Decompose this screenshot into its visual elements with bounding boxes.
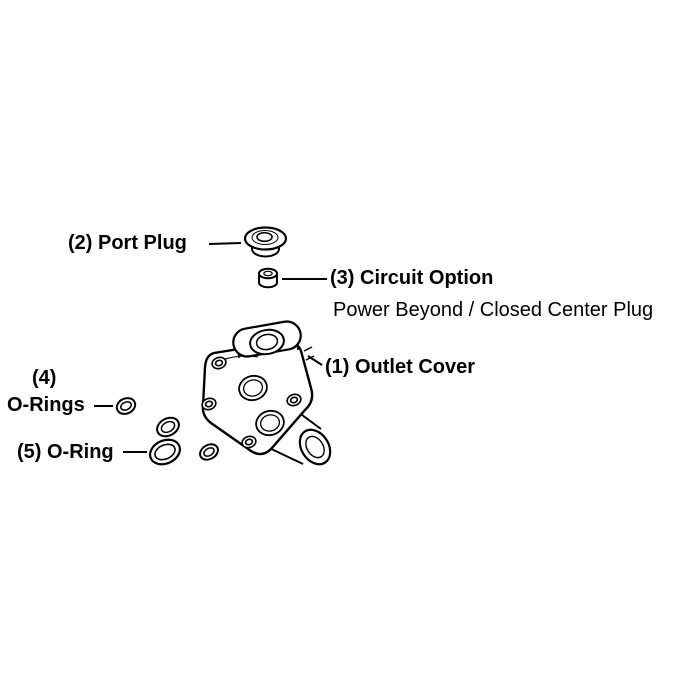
port-plug-rim [251,230,279,245]
circuit-option-subtitle: Power Beyond / Closed Center Plug [333,299,654,321]
outlet-cover-top-boss [232,320,302,359]
o-ring-small-1 [115,397,137,415]
bolt-hole-inner [289,396,299,404]
o-ring-inner [203,447,215,457]
o-rings-label-number: (4) [32,367,57,389]
o-ring-outer [199,443,219,461]
o-ring-outer [148,438,182,466]
bolt-hole-inner [204,400,214,408]
bolt-hole-inner [214,359,224,367]
o-ring-inner [120,401,132,411]
o-ring-inner [160,420,176,434]
side-boss-port-hole [305,435,325,459]
outlet-cover-bolt-holes [201,356,302,449]
o-rings-drawing [115,397,219,466]
outlet-cover-drawing [201,320,332,466]
top-boss-port-hole [255,333,279,351]
outlet-cover-ports [238,374,285,437]
port-plug-drawing [243,226,288,258]
port-plug-label: (2) Port Plug [68,232,187,254]
port-plug-socket-hole [256,231,273,243]
circuit-option-plug-drawing [258,267,278,289]
o-ring-inner [154,443,176,461]
tick-mark [305,355,315,361]
outlet-cover-label: (1) Outlet Cover [325,356,476,378]
tick-mark [303,346,313,352]
port-hole [242,379,264,397]
o-rings-label-name: O-Rings [7,394,85,416]
outlet-cover-tick-marks [303,346,315,361]
o-ring-small-3 [199,443,219,461]
o-ring-large [148,438,182,466]
circuit-plug-hole [263,270,273,277]
o-ring-outer [156,416,180,438]
bolt-hole-inner [244,438,254,446]
port-hole [259,414,281,432]
o-ring-outer [115,397,137,415]
port-plug-leader-line [208,242,242,245]
o-ring-label: (5) O-Ring [17,441,114,463]
circuit-plug-top [258,267,278,280]
o-ring-small-2 [156,416,180,438]
circuit-option-label: (3) Circuit Option [330,267,494,289]
